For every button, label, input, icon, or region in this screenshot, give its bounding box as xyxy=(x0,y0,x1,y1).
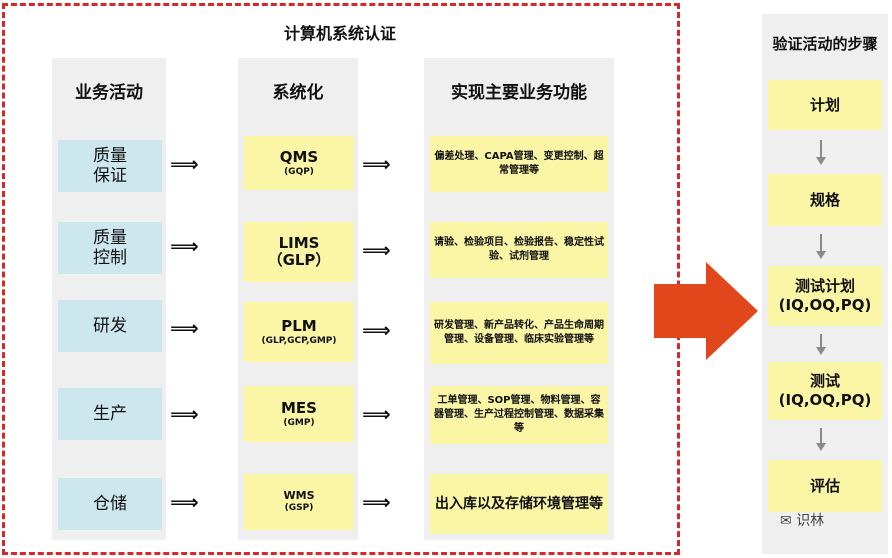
system-standard: (GMP) xyxy=(283,417,315,428)
system-standard: (GSP) xyxy=(284,503,314,513)
arrow-system-to-function: ⟹ xyxy=(362,402,391,426)
system-column xyxy=(238,58,358,540)
system-box-lims: LIMS （GLP） xyxy=(244,222,354,282)
watermark-text: 识林 xyxy=(796,513,825,529)
header-system: 系统化 xyxy=(272,83,324,103)
header-business: 业务活动 xyxy=(75,83,143,103)
arrow-system-to-function: ⟹ xyxy=(362,490,391,514)
watermark: ✉ 识林 xyxy=(780,510,824,530)
function-box: 出入库以及存储环境管理等 xyxy=(430,474,608,534)
category-production: 生产 xyxy=(58,388,162,440)
step-arrow-shaft xyxy=(820,234,822,252)
step-arrow-head xyxy=(816,347,826,355)
arrow-system-to-function: ⟹ xyxy=(362,152,391,176)
function-box: 偏差处理、CAPA管理、变更控制、超常管理等 xyxy=(430,136,608,192)
arrow-system-to-function: ⟹ xyxy=(362,318,391,342)
business-column xyxy=(52,58,166,540)
step-test-plan: 测试计划 (IQ,OQ,PQ) xyxy=(768,266,882,326)
system-standard: （GLP） xyxy=(267,251,331,269)
function-box: 研发管理、新产品转化、产品生命周期管理、设备管理、临床实验管理等 xyxy=(430,302,608,364)
function-box: 请验、检验项目、检验报告、稳定性试验、试剂管理 xyxy=(430,222,608,278)
header-function: 实现主要业务功能 xyxy=(451,83,587,103)
step-arrow-head xyxy=(816,443,826,451)
system-name: PLM xyxy=(281,316,317,335)
system-name: MES xyxy=(281,398,317,417)
category-quality-assurance: 质量 保证 xyxy=(58,140,162,192)
system-name: LIMS xyxy=(278,234,320,252)
system-standard: (GLP,GCP,GMP) xyxy=(261,335,337,346)
big-right-arrow xyxy=(654,262,758,360)
system-box-qms: QMS (GQP) xyxy=(244,136,354,190)
step-test: 测试 (IQ,OQ,PQ) xyxy=(768,362,882,420)
function-column xyxy=(424,58,614,540)
system-box-mes: MES (GMP) xyxy=(244,386,354,442)
step-plan: 计划 xyxy=(768,80,882,130)
certification-frame xyxy=(2,3,680,555)
step-arrow-shaft xyxy=(820,428,822,444)
system-name: WMS xyxy=(283,489,315,502)
steps-title: 验证活动的步骤 xyxy=(772,35,878,53)
diagram-title: 计算机系统认证 xyxy=(283,24,396,43)
arrow-cat-to-system: ⟹ xyxy=(170,152,199,176)
step-evaluation: 评估 xyxy=(768,460,882,512)
arrow-system-to-function: ⟹ xyxy=(362,238,391,262)
arrow-cat-to-system: ⟹ xyxy=(170,316,199,340)
arrow-cat-to-system: ⟹ xyxy=(170,234,199,258)
step-specification: 规格 xyxy=(768,174,882,226)
step-arrow-shaft xyxy=(820,140,822,158)
system-standard: (GQP) xyxy=(284,166,314,177)
arrow-cat-to-system: ⟹ xyxy=(170,402,199,426)
step-arrow-shaft xyxy=(820,334,822,348)
category-rnd: 研发 xyxy=(58,300,162,352)
function-box: 工单管理、SOP管理、物料管理、容器管理、生产过程控制管理、数据采集等 xyxy=(430,386,608,444)
step-arrow-head xyxy=(816,157,826,165)
system-box-plm: PLM (GLP,GCP,GMP) xyxy=(244,302,354,362)
category-quality-control: 质量 控制 xyxy=(58,222,162,274)
system-box-wms: WMS (GSP) xyxy=(244,474,354,530)
step-arrow-head xyxy=(816,251,826,259)
wechat-icon: ✉ xyxy=(780,513,792,529)
system-name: QMS xyxy=(279,147,319,166)
category-warehouse: 仓储 xyxy=(58,478,162,530)
arrow-cat-to-system: ⟹ xyxy=(170,490,199,514)
